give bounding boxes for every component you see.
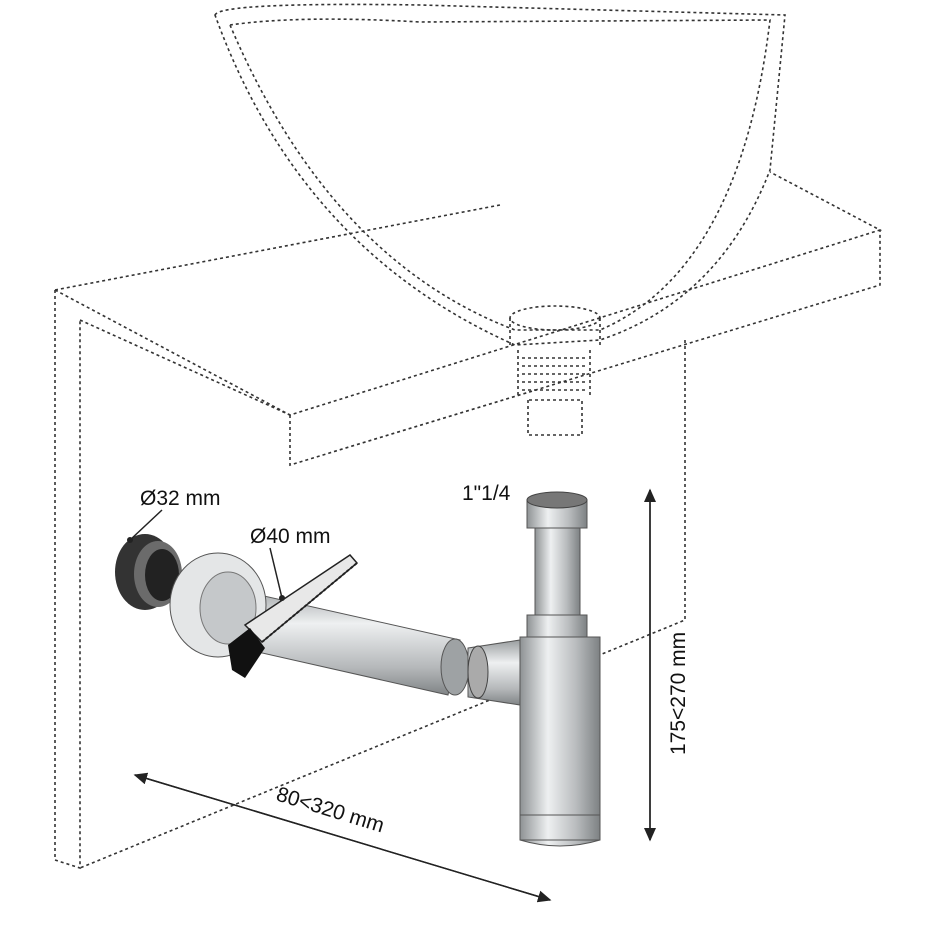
saw-icon xyxy=(228,554,359,678)
horizontal-pipe xyxy=(169,552,470,696)
drain-plug xyxy=(509,305,601,436)
bottle-trap xyxy=(467,491,601,847)
pipe-40-label: Ø40 mm xyxy=(250,525,331,548)
adapter-32mm xyxy=(115,534,182,610)
length-dimension xyxy=(133,772,552,903)
height-range-label: 175<270 mm xyxy=(667,632,690,755)
adapter-32-label: Ø32 mm xyxy=(140,487,221,510)
thread-size-label: 1"1/4 xyxy=(462,482,511,505)
length-range-label: 80<320 mm xyxy=(274,783,387,838)
vanity-cabinet xyxy=(54,171,883,870)
basin-bowl xyxy=(214,3,786,346)
